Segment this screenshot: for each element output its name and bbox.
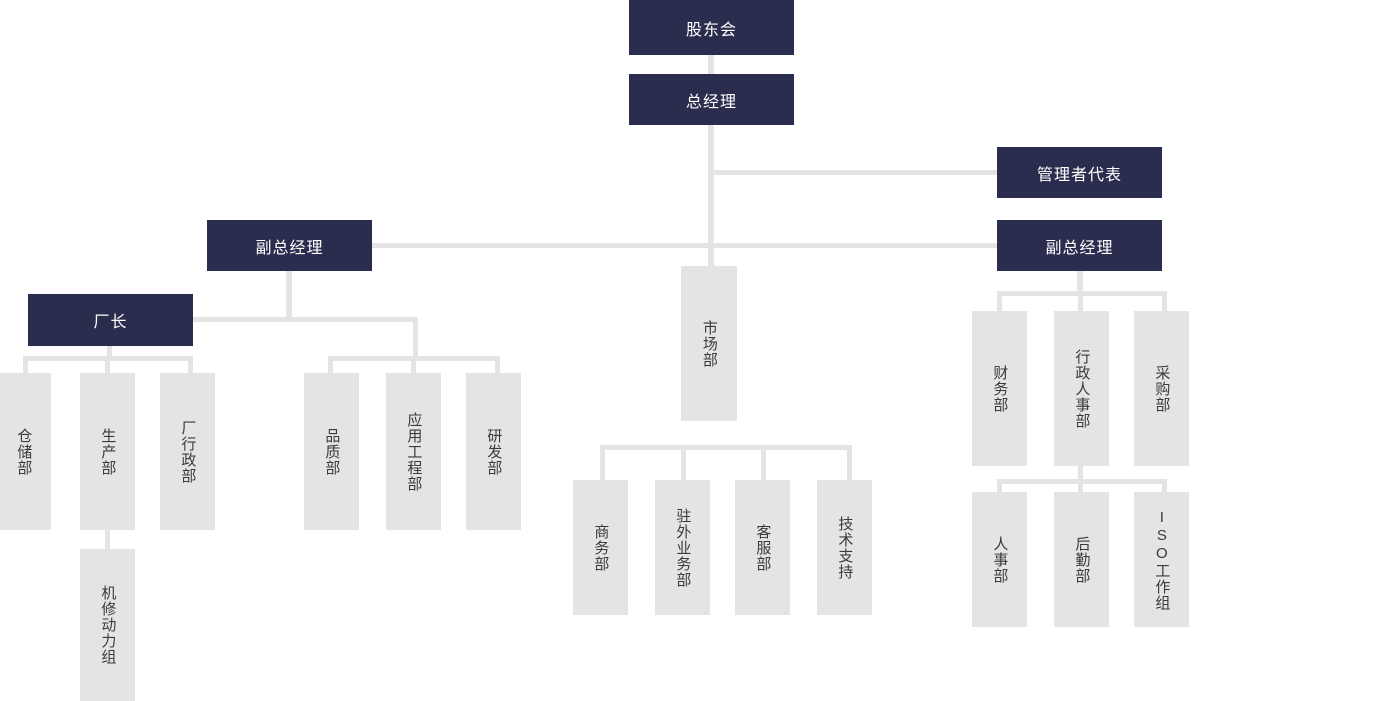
connector-deputy-right-drop xyxy=(1077,270,1083,294)
node-purchasing-label: 采购部 xyxy=(1153,364,1171,413)
node-maintenance-power[interactable]: 机修动力组 xyxy=(80,549,135,701)
node-management-rep[interactable]: 管理者代表 xyxy=(997,147,1162,198)
node-iso-team[interactable]: ISO工作组 xyxy=(1134,492,1189,627)
node-deputy-gm-left[interactable]: 副总经理 xyxy=(207,220,372,271)
connector-tech-support-drop xyxy=(847,445,852,481)
connector-deputy-left-crossbar xyxy=(190,317,418,322)
node-application-engineering-label: 应用工程部 xyxy=(405,411,423,492)
node-finance-label: 财务部 xyxy=(991,364,1009,413)
connector-gm-trunk xyxy=(708,124,714,272)
connector-application-engineering-drop xyxy=(411,356,416,374)
node-tech-support[interactable]: 技术支持 xyxy=(817,480,872,615)
node-plant-manager-label: 厂长 xyxy=(93,314,128,331)
node-field-sales-label: 驻外业务部 xyxy=(674,507,692,588)
connector-quality-drop xyxy=(328,356,333,374)
node-plant-admin-label: 厂行政部 xyxy=(179,419,197,484)
connector-hr-drop xyxy=(997,479,1002,493)
node-iso-team-label: ISO工作组 xyxy=(1153,508,1171,611)
connector-deputy-left-drop xyxy=(286,270,292,322)
connector-business-drop xyxy=(600,445,605,481)
node-quality-label: 品质部 xyxy=(323,427,341,476)
node-application-engineering[interactable]: 应用工程部 xyxy=(386,373,441,530)
node-quality[interactable]: 品质部 xyxy=(304,373,359,530)
connector-plant-admin-drop xyxy=(188,356,193,374)
node-plant-manager[interactable]: 厂长 xyxy=(28,294,193,346)
connector-logistics-drop xyxy=(1078,479,1083,493)
connector-purchasing-drop xyxy=(1162,291,1167,312)
connector-shareholders-to-gm xyxy=(708,54,714,75)
node-deputy-gm-right-label: 副总经理 xyxy=(1045,239,1114,257)
node-general-manager-label: 总经理 xyxy=(685,93,737,111)
node-finance[interactable]: 财务部 xyxy=(972,311,1027,466)
node-production-label: 生产部 xyxy=(99,427,117,476)
node-rd-label: 研发部 xyxy=(485,427,503,476)
connector-production-drop xyxy=(105,356,110,374)
connector-field-sales-drop xyxy=(681,445,686,481)
node-maintenance-power-label: 机修动力组 xyxy=(99,585,117,665)
connector-rd-drop xyxy=(495,356,500,374)
node-purchasing[interactable]: 采购部 xyxy=(1134,311,1189,466)
connector-gm-to-management-rep xyxy=(714,170,998,175)
connector-production-to-maintenance xyxy=(105,530,110,550)
node-customer-service-label: 客服部 xyxy=(754,523,772,572)
connector-finance-drop xyxy=(997,291,1002,312)
node-hr-label: 人事部 xyxy=(991,535,1009,584)
connector-admin-hr-children-drop xyxy=(1078,465,1083,482)
node-logistics[interactable]: 后勤部 xyxy=(1054,492,1109,627)
connector-deputy-left-to-quality-group xyxy=(413,317,418,359)
node-admin-hr[interactable]: 行政人事部 xyxy=(1054,311,1109,466)
connector-marketing-children-crossbar xyxy=(600,445,852,450)
node-deputy-gm-left-label: 副总经理 xyxy=(255,239,324,257)
connector-admin-hr-drop xyxy=(1078,291,1083,312)
node-warehouse[interactable]: 仓储部 xyxy=(0,373,51,530)
node-rd[interactable]: 研发部 xyxy=(466,373,521,530)
connector-gm-to-deputy-left xyxy=(372,243,710,248)
node-production[interactable]: 生产部 xyxy=(80,373,135,530)
node-customer-service[interactable]: 客服部 xyxy=(735,480,790,615)
connector-warehouse-drop xyxy=(23,356,28,374)
node-admin-hr-label: 行政人事部 xyxy=(1073,348,1091,429)
node-shareholders-label: 股东会 xyxy=(685,21,737,39)
connector-customer-service-drop xyxy=(761,445,766,481)
connector-gm-to-deputy-right xyxy=(714,243,998,248)
node-hr[interactable]: 人事部 xyxy=(972,492,1027,627)
node-field-sales[interactable]: 驻外业务部 xyxy=(655,480,710,615)
node-tech-support-label: 技术支持 xyxy=(836,515,854,580)
node-marketing[interactable]: 市场部 xyxy=(681,266,737,421)
node-deputy-gm-right[interactable]: 副总经理 xyxy=(997,220,1162,271)
node-warehouse-label: 仓储部 xyxy=(15,427,33,476)
node-business[interactable]: 商务部 xyxy=(573,480,628,615)
connector-iso-drop xyxy=(1162,479,1167,493)
node-plant-admin[interactable]: 厂行政部 xyxy=(160,373,215,530)
node-general-manager[interactable]: 总经理 xyxy=(629,74,794,125)
node-shareholders[interactable]: 股东会 xyxy=(629,0,794,55)
node-business-label: 商务部 xyxy=(592,523,610,572)
connector-plant-manager-drop xyxy=(107,346,112,360)
node-management-rep-label: 管理者代表 xyxy=(1036,166,1122,184)
node-marketing-label: 市场部 xyxy=(700,319,718,368)
node-logistics-label: 后勤部 xyxy=(1073,535,1091,584)
